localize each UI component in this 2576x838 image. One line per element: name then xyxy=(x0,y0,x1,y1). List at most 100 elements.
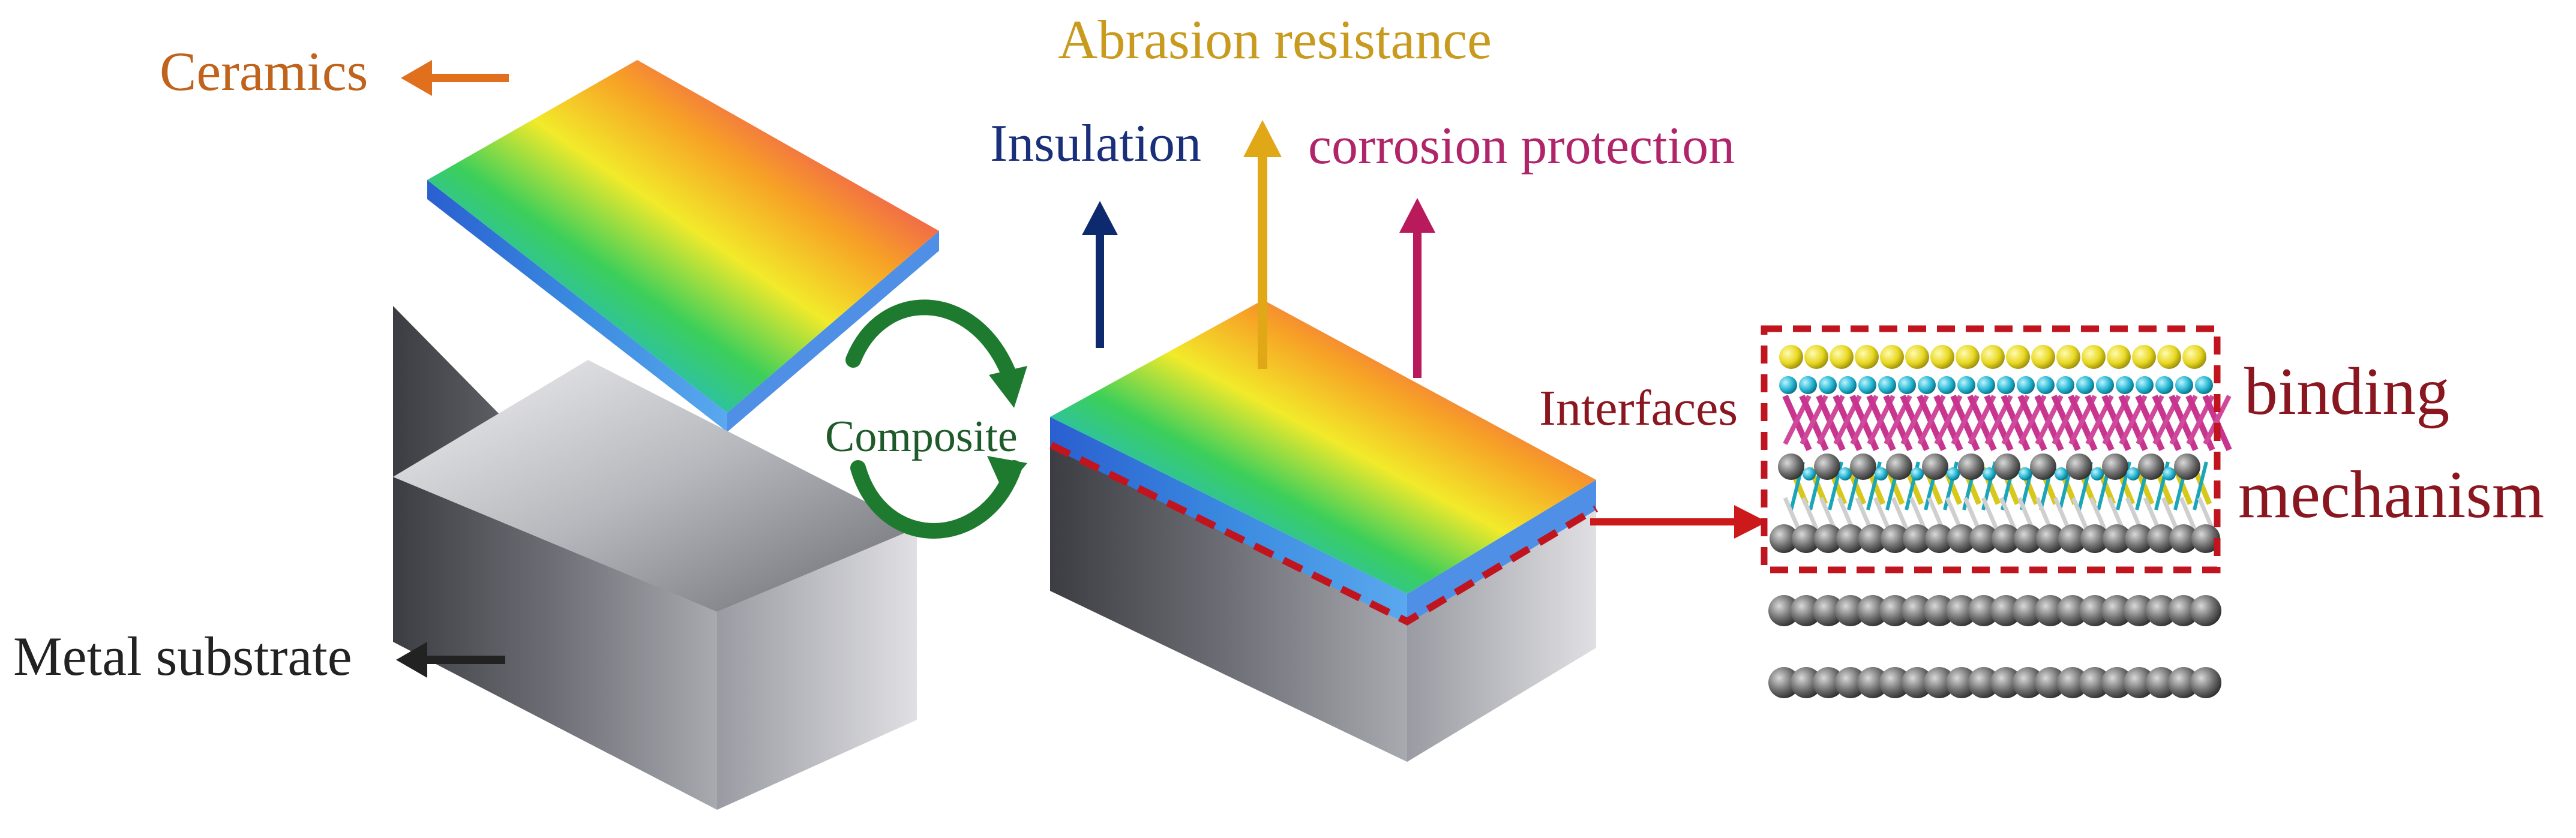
atom-gray xyxy=(2030,453,2056,480)
atom-cyan xyxy=(2155,376,2173,394)
atom-gray xyxy=(1814,524,1843,553)
interface-dashed-line xyxy=(1049,441,1599,626)
atom-gray xyxy=(2035,595,2066,626)
atom-cyan xyxy=(1858,376,1876,394)
atom-gray xyxy=(2190,595,2221,626)
atom-yellow xyxy=(2006,345,2030,369)
metal-substrate-arrow xyxy=(396,642,505,678)
atom-cyan xyxy=(2163,467,2176,480)
atom-cyan xyxy=(1803,467,1816,480)
atom-gray xyxy=(2168,595,2199,626)
mechanism-label: mechanism xyxy=(2238,458,2544,532)
atom-gray xyxy=(2103,524,2131,553)
atom-yellow xyxy=(1981,345,2005,369)
atom-cyan xyxy=(1839,376,1857,394)
atom-yellow xyxy=(1905,345,1929,369)
atom-gray xyxy=(1879,595,1911,626)
atom-gray xyxy=(1902,667,1933,698)
atom-cyan xyxy=(2136,376,2154,394)
atom-gray xyxy=(2146,595,2177,626)
atom-gray xyxy=(1990,667,2022,698)
atomic-structure xyxy=(1768,345,2232,698)
atom-cyan xyxy=(1839,467,1852,480)
atom-gray xyxy=(1990,595,2022,626)
atom-gray xyxy=(2036,524,2065,553)
atom-cyan xyxy=(2056,376,2074,394)
atom-yellow xyxy=(1880,345,1904,369)
atom-gray xyxy=(1857,595,1888,626)
atom-yellow xyxy=(2082,345,2106,369)
atom-gray xyxy=(1879,667,1911,698)
atom-cyan xyxy=(2116,376,2134,394)
atom-gray xyxy=(1768,667,1800,698)
ceramics-label: Ceramics xyxy=(160,41,368,102)
atom-gray xyxy=(2080,524,2109,553)
atom-gray xyxy=(2191,524,2220,553)
atom-yellow xyxy=(2157,345,2181,369)
atom-gray xyxy=(2124,667,2155,698)
atom-yellow xyxy=(1855,345,1879,369)
atom-gray xyxy=(2190,667,2221,698)
atom-gray xyxy=(2174,453,2200,480)
atom-gray xyxy=(1886,453,1912,480)
atom-yellow xyxy=(1830,345,1854,369)
atom-gray xyxy=(1814,453,1840,480)
atom-gray xyxy=(2058,524,2087,553)
atom-gray xyxy=(1924,595,1955,626)
atom-gray xyxy=(2079,595,2110,626)
atom-cyan xyxy=(1938,376,1956,394)
atom-cyan xyxy=(1918,376,1936,394)
atom-cyan xyxy=(1878,376,1896,394)
atom-gray xyxy=(2079,667,2110,698)
atom-gray xyxy=(1994,453,2020,480)
corrosion-protection-label: corrosion protection xyxy=(1308,117,1735,175)
atom-gray xyxy=(1968,667,1999,698)
atom-yellow xyxy=(2031,345,2055,369)
arrow-up-icon xyxy=(1243,120,1282,157)
atom-cyan xyxy=(1957,376,1975,394)
abrasion-arrow xyxy=(1243,120,1282,369)
atom-cyan xyxy=(1819,376,1837,394)
atom-gray xyxy=(2101,595,2133,626)
atom-gray xyxy=(1902,595,1933,626)
atom-gray xyxy=(1924,667,1955,698)
atom-gray xyxy=(1958,453,1984,480)
binding-region-box xyxy=(1761,325,2221,573)
arrow-up-icon xyxy=(1082,201,1118,235)
metal-substrate-label: Metal substrate xyxy=(13,626,352,687)
ceramic-slab xyxy=(427,60,939,432)
atom-gray xyxy=(1968,595,1999,626)
atom-cyan xyxy=(1997,376,2015,394)
atom-gray xyxy=(1768,595,1800,626)
arrow-up-icon xyxy=(1399,198,1435,233)
ceramics-arrow xyxy=(401,60,509,96)
atom-gray xyxy=(2035,667,2066,698)
abrasion-resistance-label: Abrasion resistance xyxy=(1058,9,1492,70)
corrosion-arrow xyxy=(1399,198,1435,378)
atom-gray xyxy=(1835,667,1866,698)
insulation-arrow xyxy=(1082,201,1118,348)
atom-yellow xyxy=(2107,345,2131,369)
binding-label: binding xyxy=(2244,355,2449,429)
atom-cyan xyxy=(1875,467,1888,480)
atom-gray xyxy=(1946,595,1977,626)
atom-gray xyxy=(2147,524,2176,553)
atom-cyan xyxy=(2096,376,2114,394)
atom-gray xyxy=(2168,667,2199,698)
atom-gray xyxy=(1903,524,1932,553)
atom-cyan xyxy=(1898,376,1916,394)
atom-gray xyxy=(1992,524,2020,553)
composite-label: Composite xyxy=(825,412,1018,461)
atom-gray xyxy=(2138,453,2164,480)
arrow-head-icon xyxy=(989,366,1027,408)
atom-cyan xyxy=(2175,376,2193,394)
atom-gray xyxy=(1850,453,1876,480)
atom-gray xyxy=(2057,667,2088,698)
atom-cyan xyxy=(2091,467,2104,480)
composite-block xyxy=(1049,300,1599,762)
atom-gray xyxy=(2057,595,2088,626)
atom-cyan xyxy=(2019,467,2032,480)
atom-gray xyxy=(1947,524,1976,553)
